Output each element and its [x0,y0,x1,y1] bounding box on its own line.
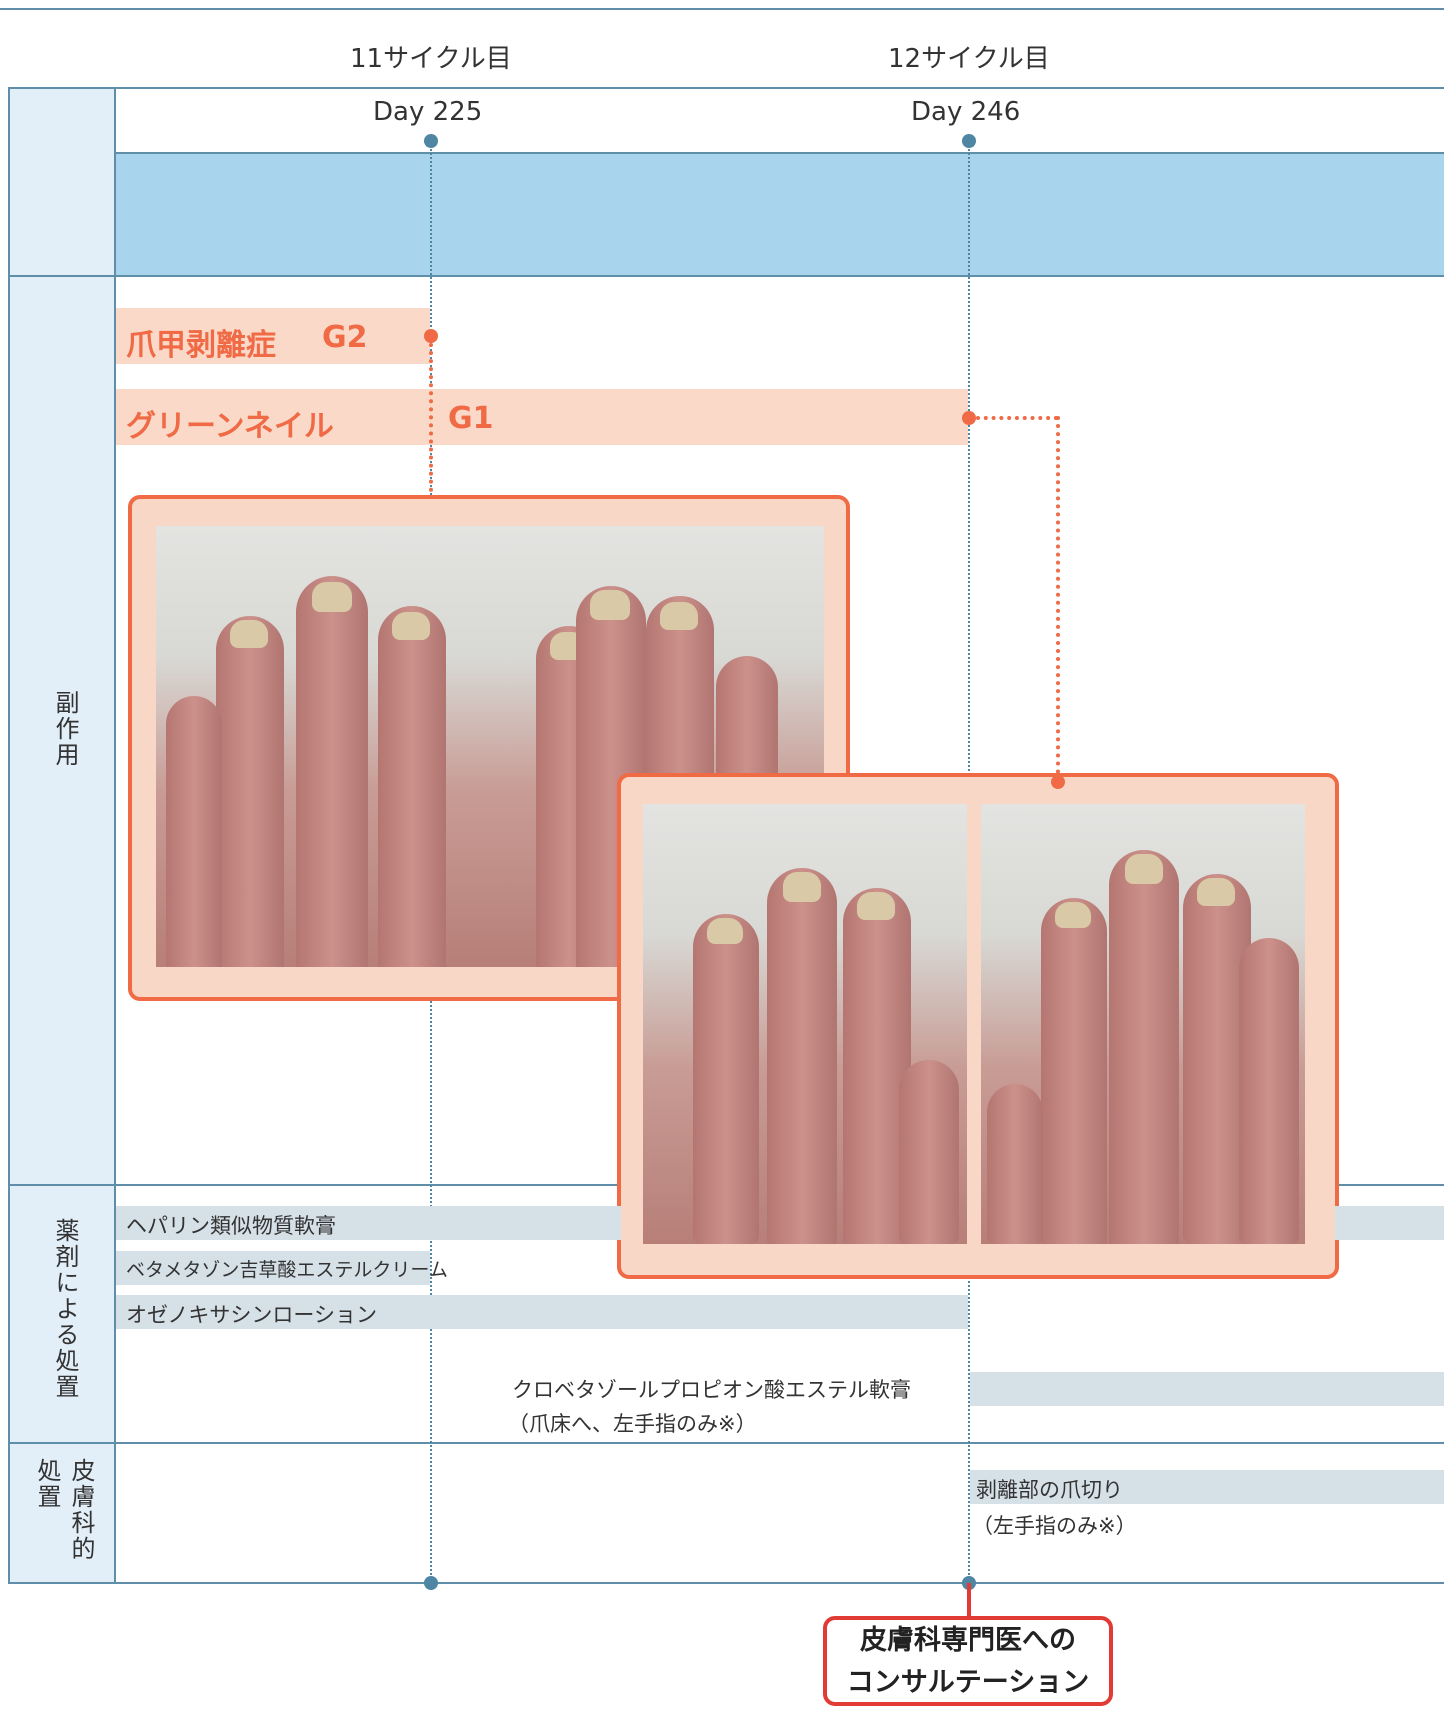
row-label-side-effects-bg [10,277,114,1184]
nail [660,602,698,630]
row-label-derm-bg [10,1444,114,1582]
connector-green-nail-horizontal [976,416,1058,420]
row-label-header-bg [10,89,114,275]
timeline-dot-day225-bottom [424,1576,438,1590]
photo-hands-day246-right [981,804,1305,1244]
table-top-border [8,87,1444,89]
drug-bar-heparin-continued [1335,1206,1444,1240]
nail [1125,854,1163,884]
nail [783,872,821,902]
timeline-dot-day246-top [962,134,976,148]
nail [1055,902,1091,928]
ae-bar-green-nail [116,389,968,445]
row-label-side-effects: 副作用 [51,690,79,768]
derm-label-nail-clipping-line1: 剥離部の爪切り [976,1478,1123,1502]
finger [899,1060,959,1244]
nail [590,590,630,620]
day-label-246: Day 246 [911,97,1021,127]
ae-bar-onycholysis [116,308,430,364]
ae-grade-onycholysis: G2 [322,320,368,355]
finger [216,616,284,967]
finger [987,1084,1043,1244]
header-band-top-border [114,152,1444,154]
table-left-border [8,87,10,1584]
drug-bar-heparin [116,1206,621,1240]
header-band [116,154,1444,275]
drug-label-clobetasol-line2: （爪床へ、左手指のみ※） [508,1412,757,1436]
drug-label-heparin: ヘパリン類似物質軟膏 [126,1214,336,1238]
timeline-dot-day225-top [424,134,438,148]
connector-onycholysis-to-photo [429,343,433,508]
nail [857,892,895,920]
consult-callout: 皮膚科専門医への コンサルテーション [823,1616,1113,1706]
drug-bar-oxiconazole [116,1295,968,1329]
drug-label-clobetasol-line1: クロベタゾールプロピオン酸エステル軟膏 [512,1378,911,1402]
label-column-border [114,87,116,1584]
top-rule [0,8,1444,10]
connector-green-nail-vertical [1056,416,1060,782]
cycle-label-11: 11サイクル目 [350,44,512,74]
nail [707,918,743,944]
consult-line1: 皮膚科専門医への [860,1625,1076,1656]
day-label-225: Day 225 [373,97,483,127]
ae-endpoint-onycholysis [424,329,438,343]
finger [1041,898,1107,1244]
consult-connector [967,1583,971,1617]
finger [166,696,222,967]
row-label-drug-bg [10,1186,114,1442]
drug-label-betamethasone: ベタメタゾン吉草酸エステルクリーム [126,1259,448,1281]
nail [1197,878,1235,906]
row-label-derm-line1: 皮膚科的 [67,1458,95,1562]
consult-line2: コンサルテーション [846,1667,1090,1698]
nail [230,620,268,648]
ae-label-onycholysis: 爪甲剥離症 [126,328,276,363]
derm-bar-nail-clipping [970,1470,1444,1504]
finger [1109,850,1179,1244]
drug-bar-betamethasone [116,1251,430,1285]
finger [296,576,368,967]
finger [767,868,837,1244]
row-label-drug-treatment: 薬剤による処置 [51,1218,79,1400]
photo-hands-day246-left [643,804,967,1244]
derm-label-nail-clipping-line2: （左手指のみ※） [972,1514,1137,1538]
finger [693,914,759,1244]
ae-label-green-nail: グリーンネイル [126,409,334,444]
connector-dot-photo2 [1051,775,1065,789]
drug-label-oxiconazole: オゼノキサシンローション [126,1303,377,1327]
drug-bar-clobetasol [970,1372,1444,1406]
row-label-derm-line2: 処置 [33,1458,61,1510]
ae-grade-green-nail: G1 [448,401,494,436]
table-bottom-border [8,1582,1444,1584]
cycle-label-12: 12サイクル目 [888,44,1050,74]
nail [392,612,430,640]
finger [1239,938,1299,1244]
finger [378,606,446,967]
header-band-bottom-border [8,275,1444,277]
ae-endpoint-green-nail [962,411,976,425]
drug-row-bottom-border [8,1442,1444,1444]
nail [312,582,352,612]
